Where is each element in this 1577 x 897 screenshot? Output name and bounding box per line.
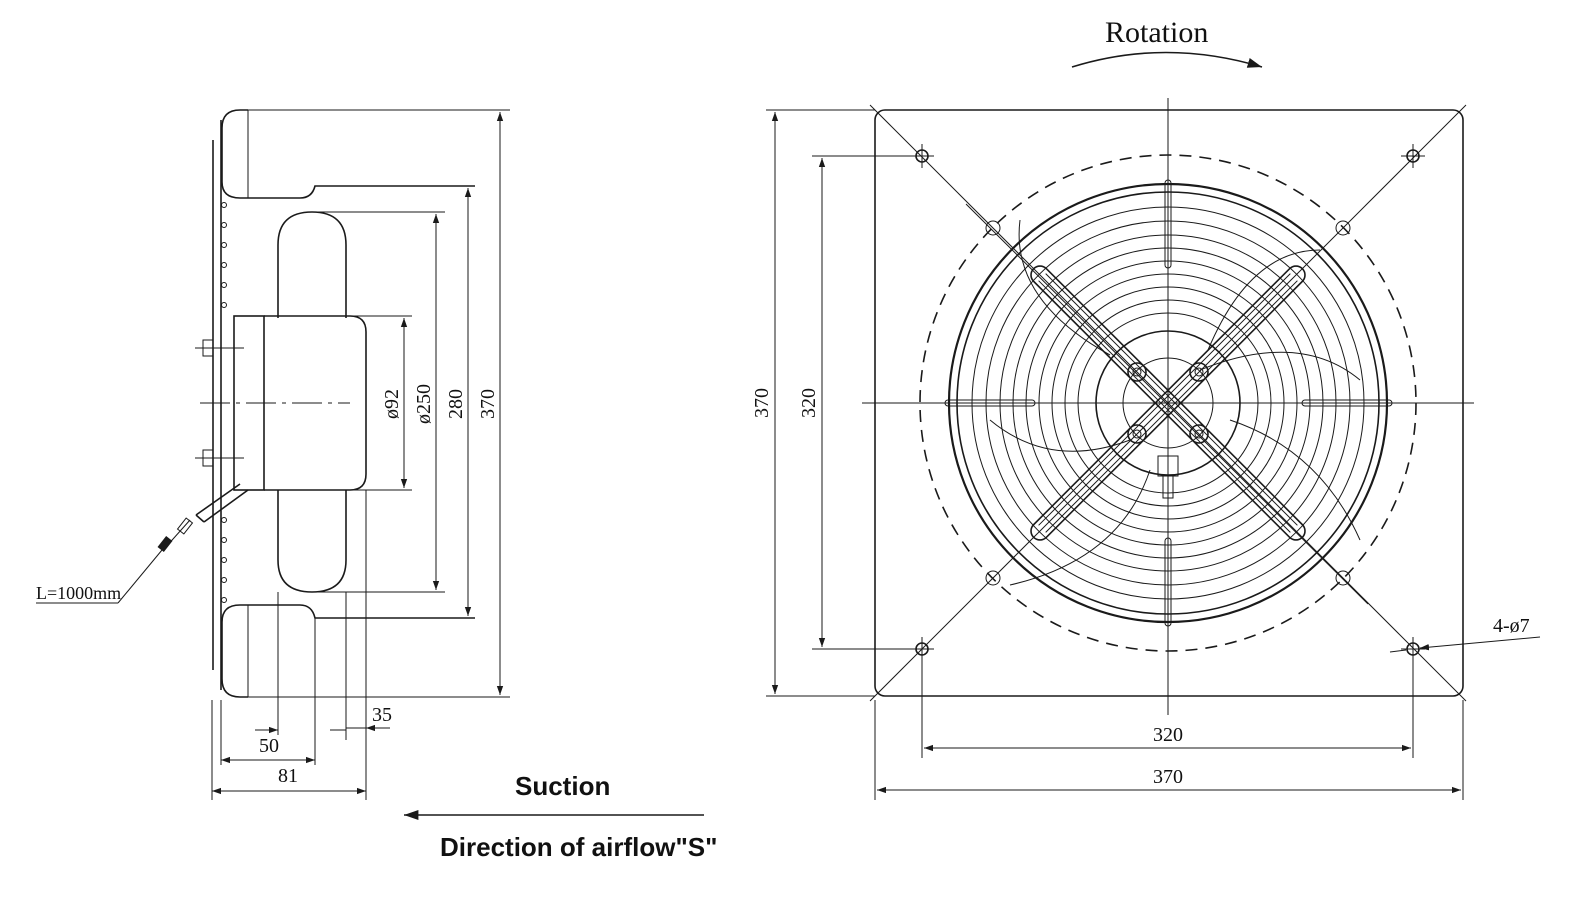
impeller-lower: [277, 490, 347, 593]
shroud-top: [221, 109, 475, 199]
impeller-upper: [277, 211, 347, 318]
side-horizontal-dims: [211, 490, 390, 800]
front-vertical-dims: [771, 112, 922, 694]
airflow-label: Direction of airflow"S": [440, 832, 717, 862]
front-horizontal-dims: [874, 655, 1464, 800]
shroud-bottom: [221, 604, 475, 698]
dim-width-370: 370: [1153, 766, 1183, 788]
holes-leader: [1419, 636, 1541, 651]
mounting-plate-side: [212, 120, 227, 690]
plate-rivets: [221, 202, 227, 603]
dim-height-370: 370: [751, 388, 773, 418]
dim-width-320: 320: [1153, 724, 1183, 746]
side-view: L=1000mm ø92 ø250 280 370: [36, 109, 510, 800]
dim-d250: ø250: [413, 384, 435, 424]
side-vertical-dims: [400, 112, 504, 695]
dim-w50: 50: [259, 735, 279, 757]
rotation-label: Rotation: [1105, 16, 1208, 49]
front-view: Rotation: [751, 16, 1541, 800]
dim-w81: 81: [278, 765, 298, 787]
holes-label: 4-ø7: [1493, 615, 1530, 637]
dim-d92: ø92: [381, 389, 403, 419]
cable: [36, 483, 249, 604]
dim-h280: 280: [445, 389, 467, 419]
suction-label: Suction: [515, 771, 610, 801]
motor-bolts: [195, 339, 244, 467]
dim-w35: 35: [372, 704, 392, 726]
front-centerlines: [862, 98, 1474, 715]
dim-height-320: 320: [798, 388, 820, 418]
cable-length-label: L=1000mm: [36, 583, 121, 603]
dim-h370: 370: [477, 389, 499, 419]
rotation-arrow: [1071, 51, 1263, 68]
